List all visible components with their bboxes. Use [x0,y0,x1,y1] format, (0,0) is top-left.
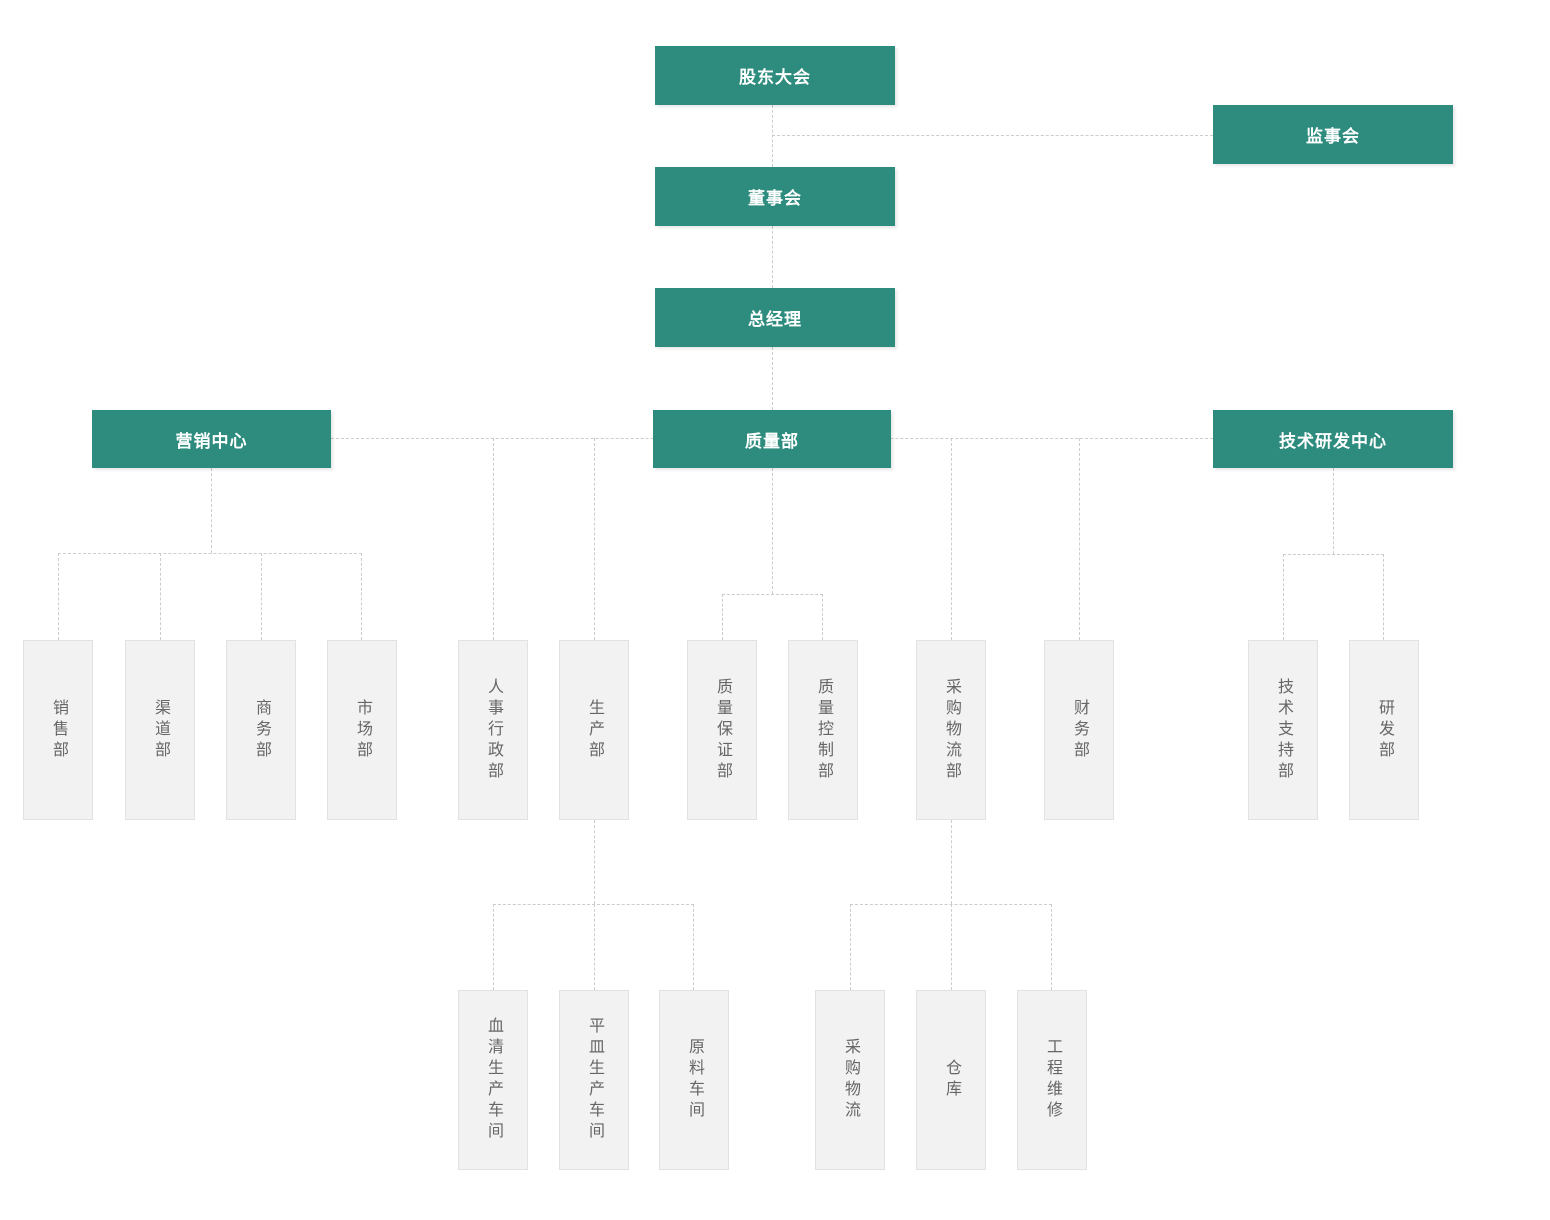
connector-hr-admin-drop [493,438,494,640]
node-serum-production-workshop: 血清生产车间 [458,990,528,1170]
node-label: 商务部 [253,698,270,762]
node-label: 人事行政部 [485,677,502,783]
connector-channel-drop [160,553,161,640]
node-marketing-center: 营销中心 [92,410,331,468]
node-shareholders-meeting: 股东大会 [655,46,895,105]
connector-business-drop [261,553,262,640]
connector-production-sub-drop [594,820,595,904]
connector-production-bracket [493,904,694,990]
node-label: 销售部 [50,698,67,762]
node-label: 平皿生产车间 [586,1017,603,1143]
node-label: 质量控制部 [815,677,832,783]
node-label: 采购物流 [842,1038,859,1122]
connector-shareholders-board [772,105,773,167]
node-warehouse-unit: 仓库 [916,990,986,1170]
node-label: 研发部 [1376,698,1393,762]
node-label: 技术研发中心 [1279,431,1387,451]
node-label: 财务部 [1071,698,1088,762]
node-label: 技术支持部 [1275,677,1292,783]
connector-procurement-sub-drop [951,820,952,904]
connector-production-drop [594,438,595,640]
node-engineering-maintenance-unit: 工程维修 [1017,990,1087,1170]
node-label: 质量部 [745,431,799,451]
node-label: 股东大会 [739,68,811,87]
node-channel-dept: 渠道部 [125,640,195,820]
node-tech-support-dept: 技术支持部 [1248,640,1318,820]
node-business-dept: 商务部 [226,640,296,820]
node-label: 仓库 [943,1059,960,1101]
connector-marketing-drop [211,468,212,553]
node-board-of-directors: 董事会 [655,167,895,226]
connector-shareholders-supervisory [772,135,1213,136]
node-label: 生产部 [586,698,603,762]
connector-marketing-bracket [58,553,362,640]
connector-procurement-drop [951,438,952,640]
node-hr-admin-dept: 人事行政部 [458,640,528,820]
node-label: 采购物流部 [943,677,960,783]
node-quality-control-dept: 质量控制部 [788,640,858,820]
node-label: 血清生产车间 [485,1017,502,1143]
node-raw-material-workshop: 原料车间 [659,990,729,1170]
node-procurement-logistics-unit: 采购物流 [815,990,885,1170]
node-sales-dept: 销售部 [23,640,93,820]
connector-tech-rd-bracket [1283,554,1384,640]
connector-warehouse-drop [951,904,952,990]
node-finance-dept: 财务部 [1044,640,1114,820]
node-quality-dept: 质量部 [653,410,891,468]
node-label: 董事会 [748,189,802,208]
connector-quality-drop [772,468,773,594]
node-plate-production-workshop: 平皿生产车间 [559,990,629,1170]
node-quality-assurance-dept: 质量保证部 [687,640,757,820]
node-label: 营销中心 [175,431,248,451]
node-label: 工程维修 [1044,1038,1061,1122]
node-label: 质量保证部 [714,677,731,783]
connector-plate-workshop-drop [594,904,595,990]
node-production-dept: 生产部 [559,640,629,820]
node-rd-dept: 研发部 [1349,640,1419,820]
node-supervisory-board: 监事会 [1213,105,1453,164]
connector-general-manager-quality [772,347,773,410]
node-label: 市场部 [354,698,371,762]
connector-finance-drop [1079,438,1080,640]
node-tech-rd-center: 技术研发中心 [1213,410,1453,468]
node-general-manager: 总经理 [655,288,895,347]
node-label: 渠道部 [152,698,169,762]
node-label: 总经理 [748,310,802,329]
node-label: 原料车间 [686,1038,703,1122]
connector-board-general-manager [772,226,773,288]
node-market-dept: 市场部 [327,640,397,820]
connector-quality-bracket [722,594,823,640]
node-label: 监事会 [1306,127,1360,146]
node-procurement-logistics-dept: 采购物流部 [916,640,986,820]
connector-tech-rd-drop [1333,468,1334,554]
